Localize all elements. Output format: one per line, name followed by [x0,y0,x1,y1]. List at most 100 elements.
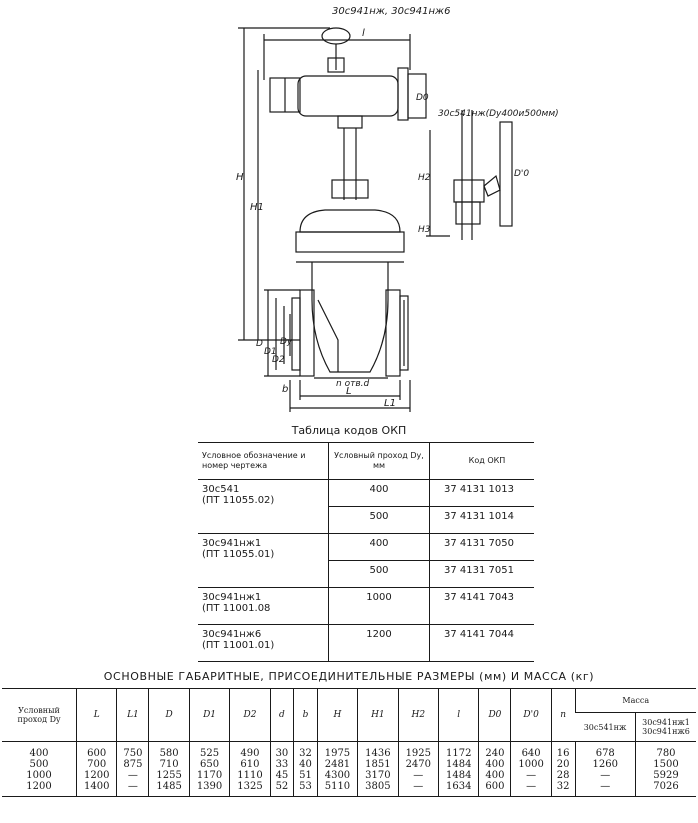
cell-L1: — [127,770,138,781]
label-D0-top: D0 [416,93,429,103]
okp-table-title: Таблица кодов ОКП [291,424,407,437]
cell-L: 1400 [83,781,110,792]
dims-header-D1: D1 [188,688,230,742]
okp-designation: 30с541 (ПТ 11055.02) [198,480,329,534]
cell-H2: — [413,770,424,781]
okp-dn: 500 [328,560,430,588]
dims-header-D: D [148,688,190,742]
dims-header-mass-a: 30с541нж [575,712,636,742]
label-H: H [236,172,244,183]
okp-designation: 30с941нж1 (ПТ 11055.01) [198,533,329,588]
label-b: b [282,384,288,395]
cell-H2: 2470 [405,759,432,770]
okp-code: 37 4141 7044 [429,624,534,662]
cell-D0p: — [526,781,537,792]
cell-L1: — [127,781,138,792]
cell-mass-a: — [600,770,611,781]
cell-n: 16 [556,748,570,759]
cell-mass-a: 678 [595,748,615,759]
dims-header-D0: D0 [478,688,511,742]
dims-header-mass: Масса [574,687,696,714]
dims-header-H: H [316,688,358,742]
cell-D1: 650 [199,759,220,770]
cell-b: 51 [299,770,312,781]
cell-D1: 525 [199,748,220,759]
cell-H: 5110 [324,781,351,792]
okp-drawing-no: (ПТ 11001.08 [202,603,271,614]
label-L: L [346,386,352,397]
dims-header-L1: L1 [116,688,149,742]
dims-header-b: b [293,688,318,742]
cell-d: 45 [275,770,289,781]
label-l: l [362,28,365,39]
label-D1: D1 [264,347,277,357]
cell-H: 2481 [324,759,351,770]
dims-header-D2: D2 [229,688,271,742]
cell-D0: 600 [485,781,505,792]
label-L1: L1 [384,398,396,409]
okp-dn: 1000 [328,587,430,625]
cell-D0p: 640 [521,748,541,759]
cell-d: 33 [275,759,289,770]
okp-code: 37 4131 1013 [429,479,534,507]
label-H3: H3 [418,225,431,235]
cell-d: 52 [275,781,289,792]
dims-table: Условный проход Dy L L1 D D1 D2 d b H H1… [2,687,696,797]
cell-D2: 610 [240,759,260,770]
cell-D0: 240 [485,748,505,759]
cell-L: 600 [87,748,107,759]
okp-code: 37 4131 7050 [429,533,534,561]
mass-b-model-2: 30с941нж6 [642,727,690,737]
okp-code: 37 4141 7043 [429,587,534,625]
okp-row: 30с541 (ПТ 11055.02) 400 37 4131 1013 [198,479,534,507]
cell-l: 1634 [445,781,472,792]
cell-H1: 1436 [365,748,391,759]
cell-L1: 875 [123,759,143,770]
cell-mass-b: 780 [656,748,676,759]
okp-dn: 400 [328,533,430,561]
cell-n: 28 [556,770,570,781]
okp-header-designation: Условное обозначение и номер чертежа [198,442,329,480]
cell-H2: 1925 [405,748,432,759]
cell-L: 1200 [83,770,110,781]
label-Dy: Dy [280,337,293,347]
okp-row: 30с941нж1 (ПТ 11001.08 1000 37 4141 7043 [198,587,534,625]
cell-mass-b: 1500 [653,759,679,770]
cell-D1: 1390 [196,781,223,792]
cell-l: 1172 [445,748,472,759]
okp-drawing-no: (ПТ 11055.01) [202,549,275,560]
cell-l: 1484 [445,759,472,770]
cell-dn: 400 [29,748,49,759]
cell-D1: 1170 [196,770,223,781]
cell-dn: 1000 [26,770,52,781]
cell-dn: 1200 [26,781,52,792]
okp-row: 500 37 4131 1014 [198,506,534,534]
cell-mass-b: 5929 [653,770,679,781]
cell-D0: 400 [485,759,505,770]
cell-D0p: — [526,770,537,781]
label-D0-side: D'0 [514,169,529,179]
dims-header-L: L [75,688,117,742]
cell-D0p: 1000 [518,759,544,770]
cell-l: 1484 [445,770,472,781]
cell-L: 700 [87,759,107,770]
okp-header-code: Код ОКП [429,442,534,480]
label-H2: H2 [418,173,431,183]
mass-b-model-1: 30с941нж1 [642,718,690,728]
cell-H: 4300 [324,770,351,781]
dims-header-mass-b: 30с941нж1 30с941нж6 [635,712,696,742]
cell-d: 30 [275,748,289,759]
cell-mass-a: — [600,781,611,792]
cell-D: 710 [159,759,179,770]
label-top-models: 30с941нж, 30с941нж6 [332,6,450,17]
